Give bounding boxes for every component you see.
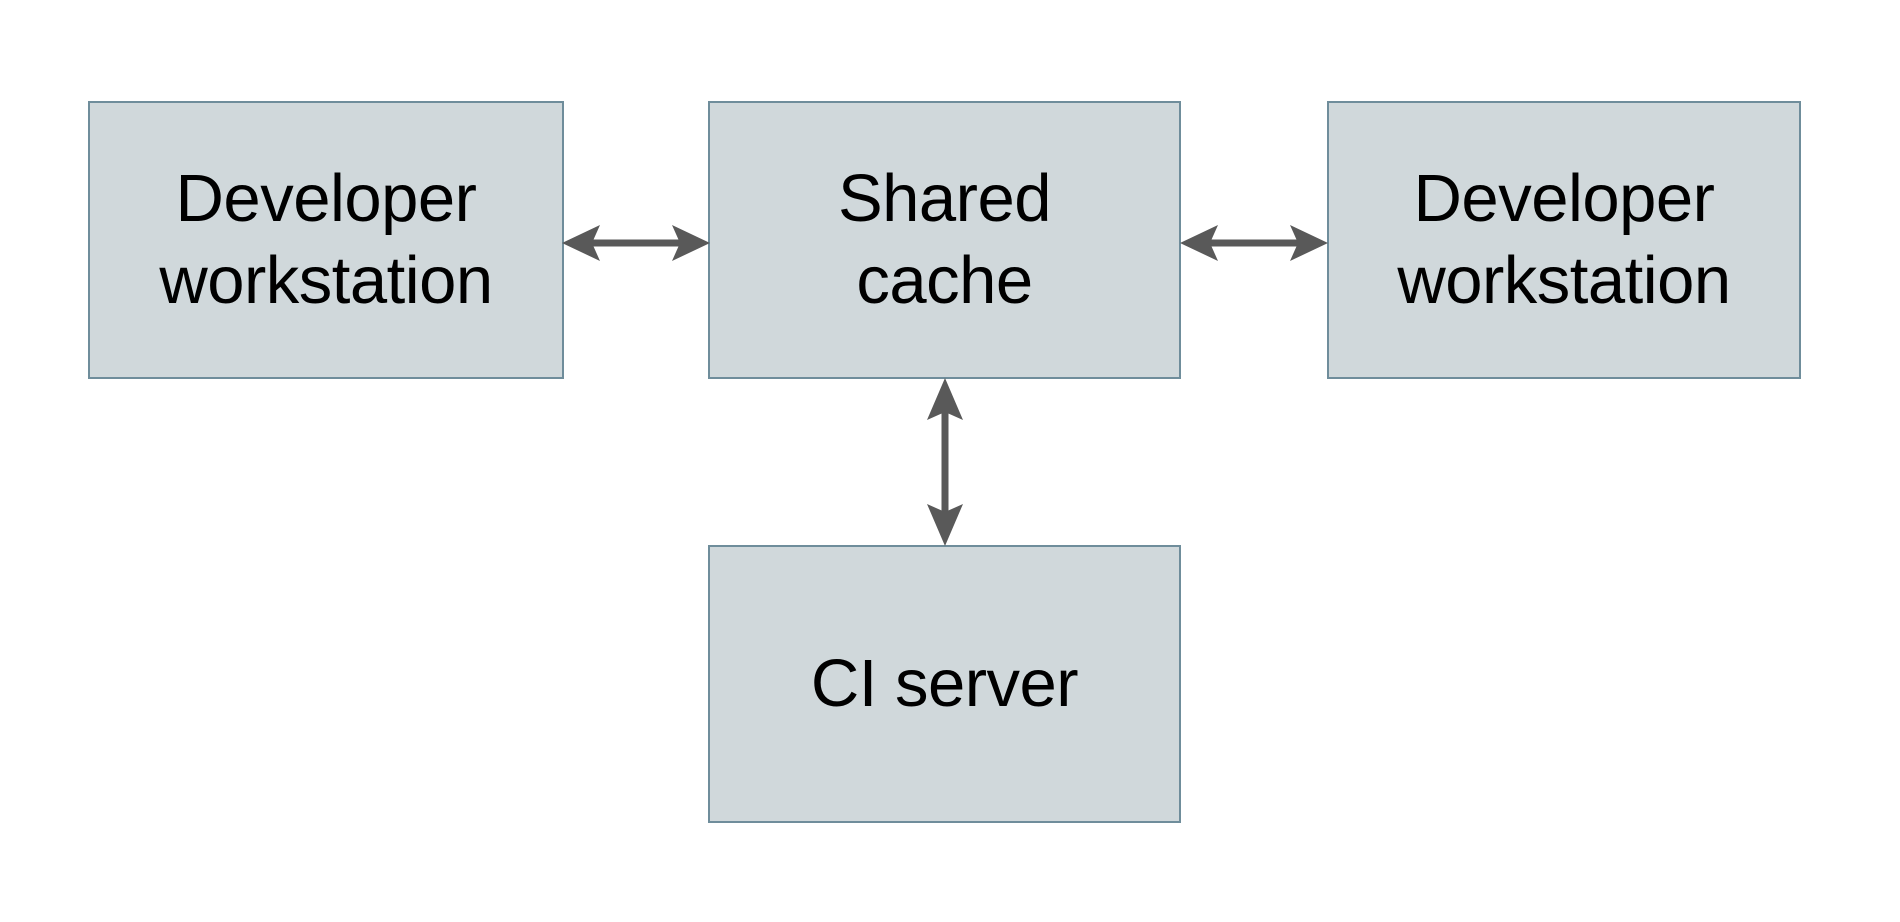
node-developer-workstation-left[interactable]: Developer workstation [88,101,564,379]
node-shared-cache[interactable]: Shared cache [708,101,1181,379]
connector-shared-cache-to-ci-server[interactable] [907,372,983,552]
connector-shared-cache-to-right-workstation[interactable] [1174,205,1334,281]
node-developer-workstation-right[interactable]: Developer workstation [1327,101,1801,379]
node-label: Developer workstation [159,161,493,318]
connector-left-workstation-to-shared-cache[interactable] [556,205,716,281]
node-label: CI server [810,646,1079,722]
node-ci-server[interactable]: CI server [708,545,1181,823]
node-label: Developer workstation [1397,161,1731,318]
node-label: Shared cache [837,161,1052,318]
